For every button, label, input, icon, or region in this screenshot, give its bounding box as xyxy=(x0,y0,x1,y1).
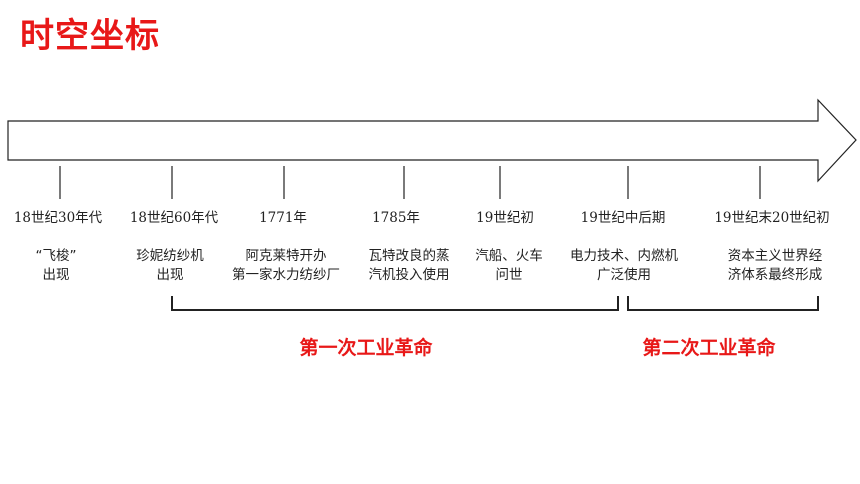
event-line: 第一家水力纺纱厂 xyxy=(232,267,340,283)
timeline-event: 电力技术、内燃机 广泛使用 xyxy=(570,247,678,285)
event-line: 汽机投入使用 xyxy=(368,267,450,283)
timeline-event: 汽船、火车 问世 xyxy=(475,247,543,285)
timeline-event: 瓦特改良的蒸 汽机投入使用 xyxy=(369,247,450,285)
era-bracket-second xyxy=(627,296,819,311)
page-title: 时空坐标 xyxy=(20,16,160,56)
event-line: 出现 xyxy=(42,267,70,283)
event-line: 珍妮纺纱机 xyxy=(136,248,204,264)
timeline-date: 1771年 xyxy=(259,210,307,226)
era-label-second: 第二次工业革命 xyxy=(642,337,776,359)
event-line: 阿克莱特开办 xyxy=(245,248,327,264)
event-line: 汽船、火车 xyxy=(475,248,543,264)
event-line: 出现 xyxy=(156,267,184,283)
event-line: 问世 xyxy=(495,267,523,283)
timeline-event: 阿克莱特开办 第一家水力纺纱厂 xyxy=(232,247,340,285)
timeline-event: “飞梭” 出现 xyxy=(36,247,77,285)
era-label-first: 第一次工业革命 xyxy=(299,337,433,359)
event-line: 电力技术、内燃机 xyxy=(570,248,678,264)
timeline-event: 珍妮纺纱机 出现 xyxy=(136,247,204,285)
timeline-date: 1785年 xyxy=(372,210,420,226)
timeline-date: 19世纪末20世纪初 xyxy=(714,210,830,226)
event-line: 瓦特改良的蒸 xyxy=(368,248,450,264)
event-line: 广泛使用 xyxy=(597,267,651,283)
timeline-date: 18世纪60年代 xyxy=(129,210,219,226)
event-line: 济体系最终形成 xyxy=(727,267,823,283)
event-line: 资本主义世界经 xyxy=(727,248,823,264)
timeline-event: 资本主义世界经 济体系最终形成 xyxy=(728,247,823,285)
timeline-date: 18世纪30年代 xyxy=(13,210,103,226)
timeline-date: 19世纪中后期 xyxy=(580,210,666,226)
timeline-date: 19世纪初 xyxy=(476,210,534,226)
event-line: “飞梭” xyxy=(35,248,77,264)
era-bracket-first xyxy=(171,296,619,311)
timeline-arrow xyxy=(7,98,857,183)
